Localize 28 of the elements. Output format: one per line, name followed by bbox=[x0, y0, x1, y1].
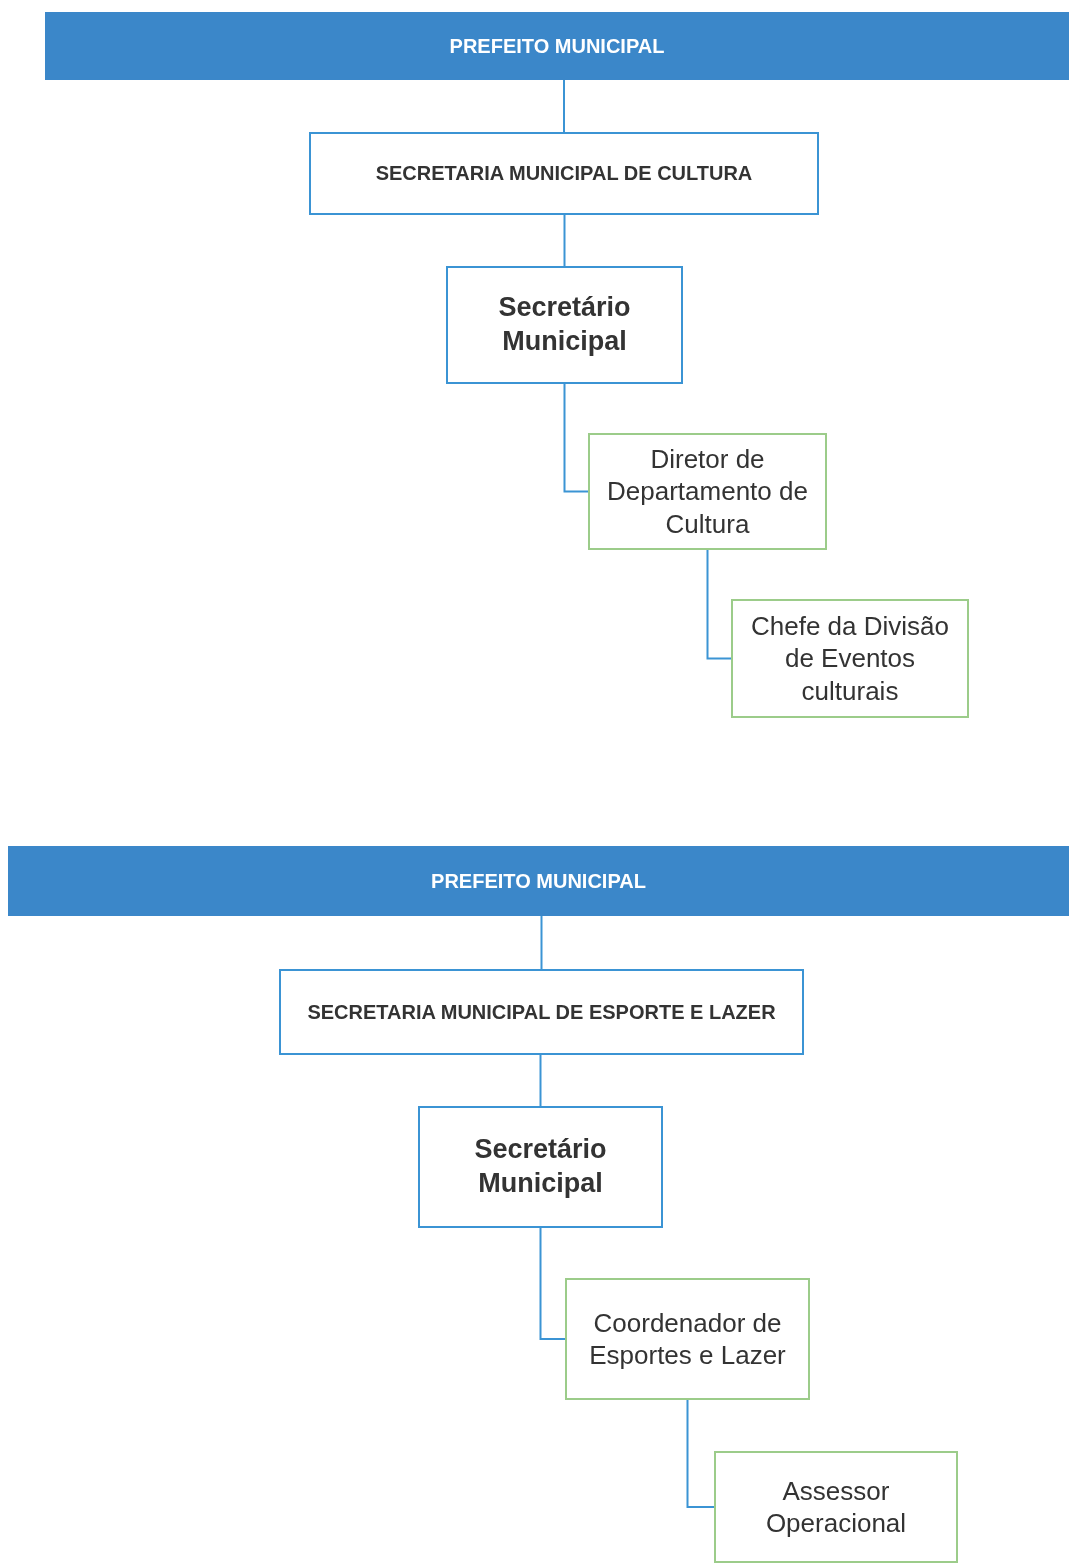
header-bar bbox=[45, 12, 1069, 80]
role-box bbox=[588, 433, 827, 550]
node-label: Chefe da Divisão de Eventos culturais bbox=[750, 609, 950, 708]
node-label: Secretário Municipal bbox=[473, 1133, 608, 1200]
connector-line bbox=[706, 549, 732, 660]
role-box bbox=[731, 599, 969, 718]
node-label: Secretário Municipal bbox=[497, 291, 632, 358]
node-label: PREFEITO MUNICIPAL bbox=[449, 34, 665, 59]
node-label: Assessor Operacional bbox=[764, 1474, 908, 1540]
connector-line bbox=[563, 79, 565, 133]
node-label: Coordenador de Esportes e Lazer bbox=[588, 1306, 787, 1372]
connector-line bbox=[563, 383, 589, 493]
header-bar bbox=[8, 846, 1069, 916]
node-label: SECRETARIA MUNICIPAL DE ESPORTE E LAZER bbox=[307, 999, 776, 1025]
node-label: SECRETARIA MUNICIPAL DE CULTURA bbox=[375, 161, 753, 186]
connector-line bbox=[539, 1054, 542, 1107]
department-box bbox=[309, 132, 819, 215]
role-box bbox=[714, 1451, 958, 1563]
connector-line bbox=[686, 1399, 715, 1508]
role-box bbox=[565, 1278, 810, 1400]
department-box bbox=[279, 969, 804, 1055]
node-label: PREFEITO MUNICIPAL bbox=[431, 869, 646, 894]
role-box bbox=[418, 1106, 663, 1228]
node-label: Diretor de Departamento de Cultura bbox=[606, 442, 809, 541]
connector-line bbox=[540, 915, 543, 970]
role-box bbox=[446, 266, 683, 384]
connector-line bbox=[563, 214, 566, 267]
connector-line bbox=[539, 1227, 566, 1340]
